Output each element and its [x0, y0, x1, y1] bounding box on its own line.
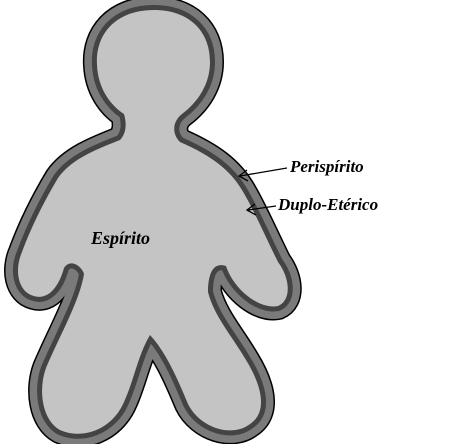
perispirito-arrow — [237, 167, 288, 182]
duplo-eterico-label: Duplo-Etérico — [277, 195, 378, 214]
espirito-body — [18, 10, 288, 434]
duplo-eterico-arrow — [245, 203, 277, 216]
espirito-label: Espírito — [90, 228, 150, 248]
perispirito-label: Perispírito — [289, 157, 364, 176]
